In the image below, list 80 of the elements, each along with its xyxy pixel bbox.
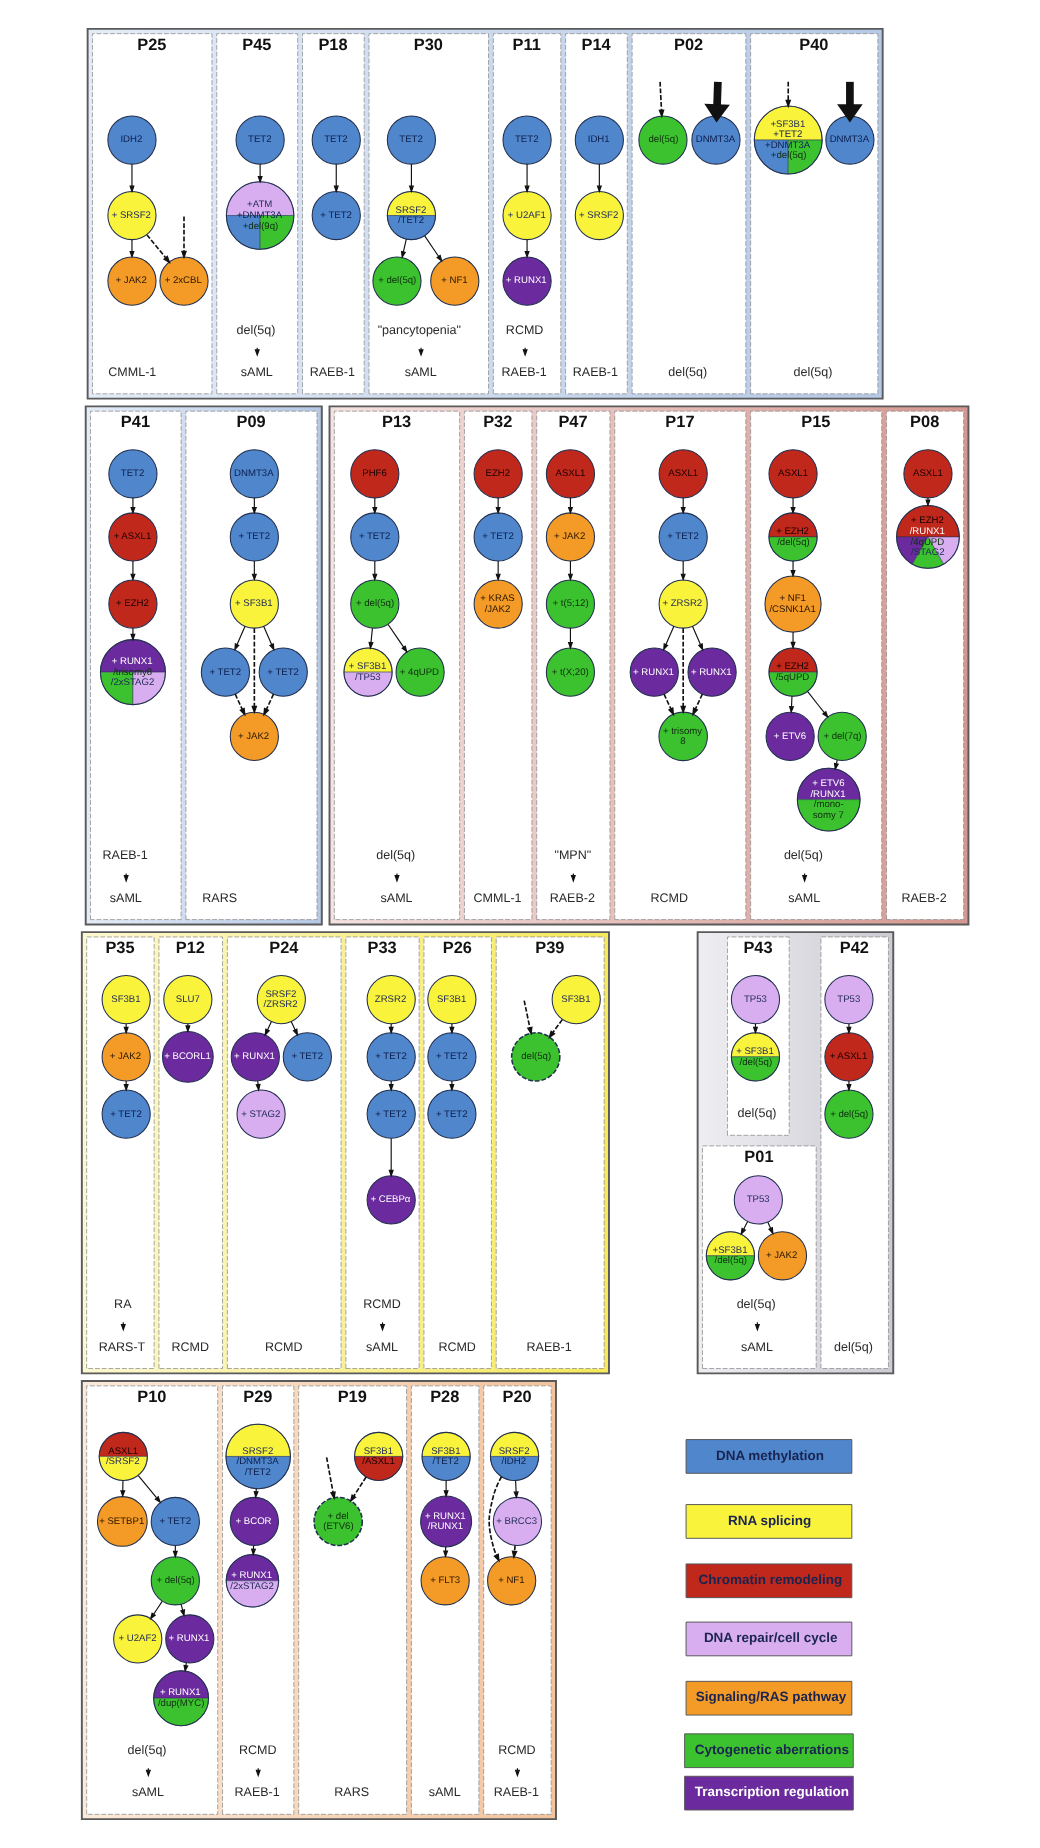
arrow	[790, 497, 796, 515]
arrow	[548, 1018, 564, 1039]
arrow	[740, 1220, 749, 1236]
arrow	[263, 693, 275, 717]
arrow	[349, 1476, 367, 1503]
arrow	[513, 1479, 519, 1500]
arrow	[704, 81, 730, 123]
arrow	[120, 1321, 126, 1332]
arrow	[524, 163, 530, 194]
arrow	[658, 81, 665, 119]
arrow	[570, 872, 576, 883]
arrow	[424, 235, 443, 263]
arrow	[185, 1023, 191, 1033]
arrow	[523, 999, 533, 1036]
arrow	[790, 631, 796, 650]
arrow	[418, 347, 424, 357]
arrow	[788, 695, 795, 714]
arrow	[833, 759, 840, 771]
arrow	[379, 1321, 386, 1332]
arrow	[449, 1023, 455, 1035]
arrow	[754, 1321, 761, 1332]
arrow	[183, 1662, 189, 1673]
arrow	[290, 1021, 299, 1037]
arrow	[130, 627, 136, 642]
arrow	[234, 693, 246, 717]
arrow	[129, 239, 135, 259]
arrow	[806, 690, 829, 719]
arrow	[123, 872, 129, 883]
arrow	[394, 872, 400, 883]
arrow	[691, 625, 704, 652]
arrow	[146, 234, 171, 264]
arrow	[149, 1600, 163, 1621]
arrow	[145, 1767, 151, 1778]
arrow	[767, 1221, 774, 1235]
cluster	[86, 27, 884, 400]
arrow	[325, 1456, 336, 1501]
cluster	[80, 1380, 557, 1821]
arrow	[234, 625, 246, 652]
arrow	[663, 693, 675, 717]
arrow	[181, 215, 187, 260]
arrow	[368, 627, 374, 650]
arrow	[179, 1603, 186, 1618]
arrow	[129, 163, 135, 194]
arrow	[680, 627, 687, 715]
arrow	[255, 1080, 261, 1092]
arrow	[692, 693, 704, 717]
arrow	[333, 163, 339, 194]
arrow	[514, 1767, 521, 1778]
arrow	[511, 1544, 518, 1560]
arrow	[251, 627, 258, 715]
arrow	[596, 163, 602, 194]
arrow	[837, 81, 863, 123]
arrow	[387, 623, 408, 654]
arrow	[663, 625, 675, 652]
arrow	[522, 347, 528, 357]
arrow	[137, 1475, 162, 1504]
arrow	[785, 81, 792, 109]
arrow	[264, 1021, 272, 1037]
arrow	[846, 1023, 852, 1035]
arrow	[449, 1080, 455, 1092]
arrow	[130, 560, 136, 582]
arrow	[263, 625, 275, 652]
arrow	[790, 560, 796, 578]
arrow	[524, 239, 530, 259]
arrow	[925, 497, 931, 508]
arrow	[488, 1475, 503, 1563]
cluster	[80, 931, 610, 1375]
arrow	[801, 872, 808, 883]
arrow	[130, 497, 136, 515]
arrow	[443, 1479, 449, 1498]
arrow	[388, 1137, 394, 1178]
arrow	[400, 238, 407, 259]
cluster	[84, 405, 323, 926]
cluster	[328, 405, 970, 926]
arrow	[846, 1080, 852, 1092]
arrow	[257, 163, 263, 184]
arrow	[120, 1479, 126, 1498]
cluster	[696, 931, 895, 1375]
arrow	[255, 1767, 261, 1778]
arrow	[408, 163, 415, 194]
